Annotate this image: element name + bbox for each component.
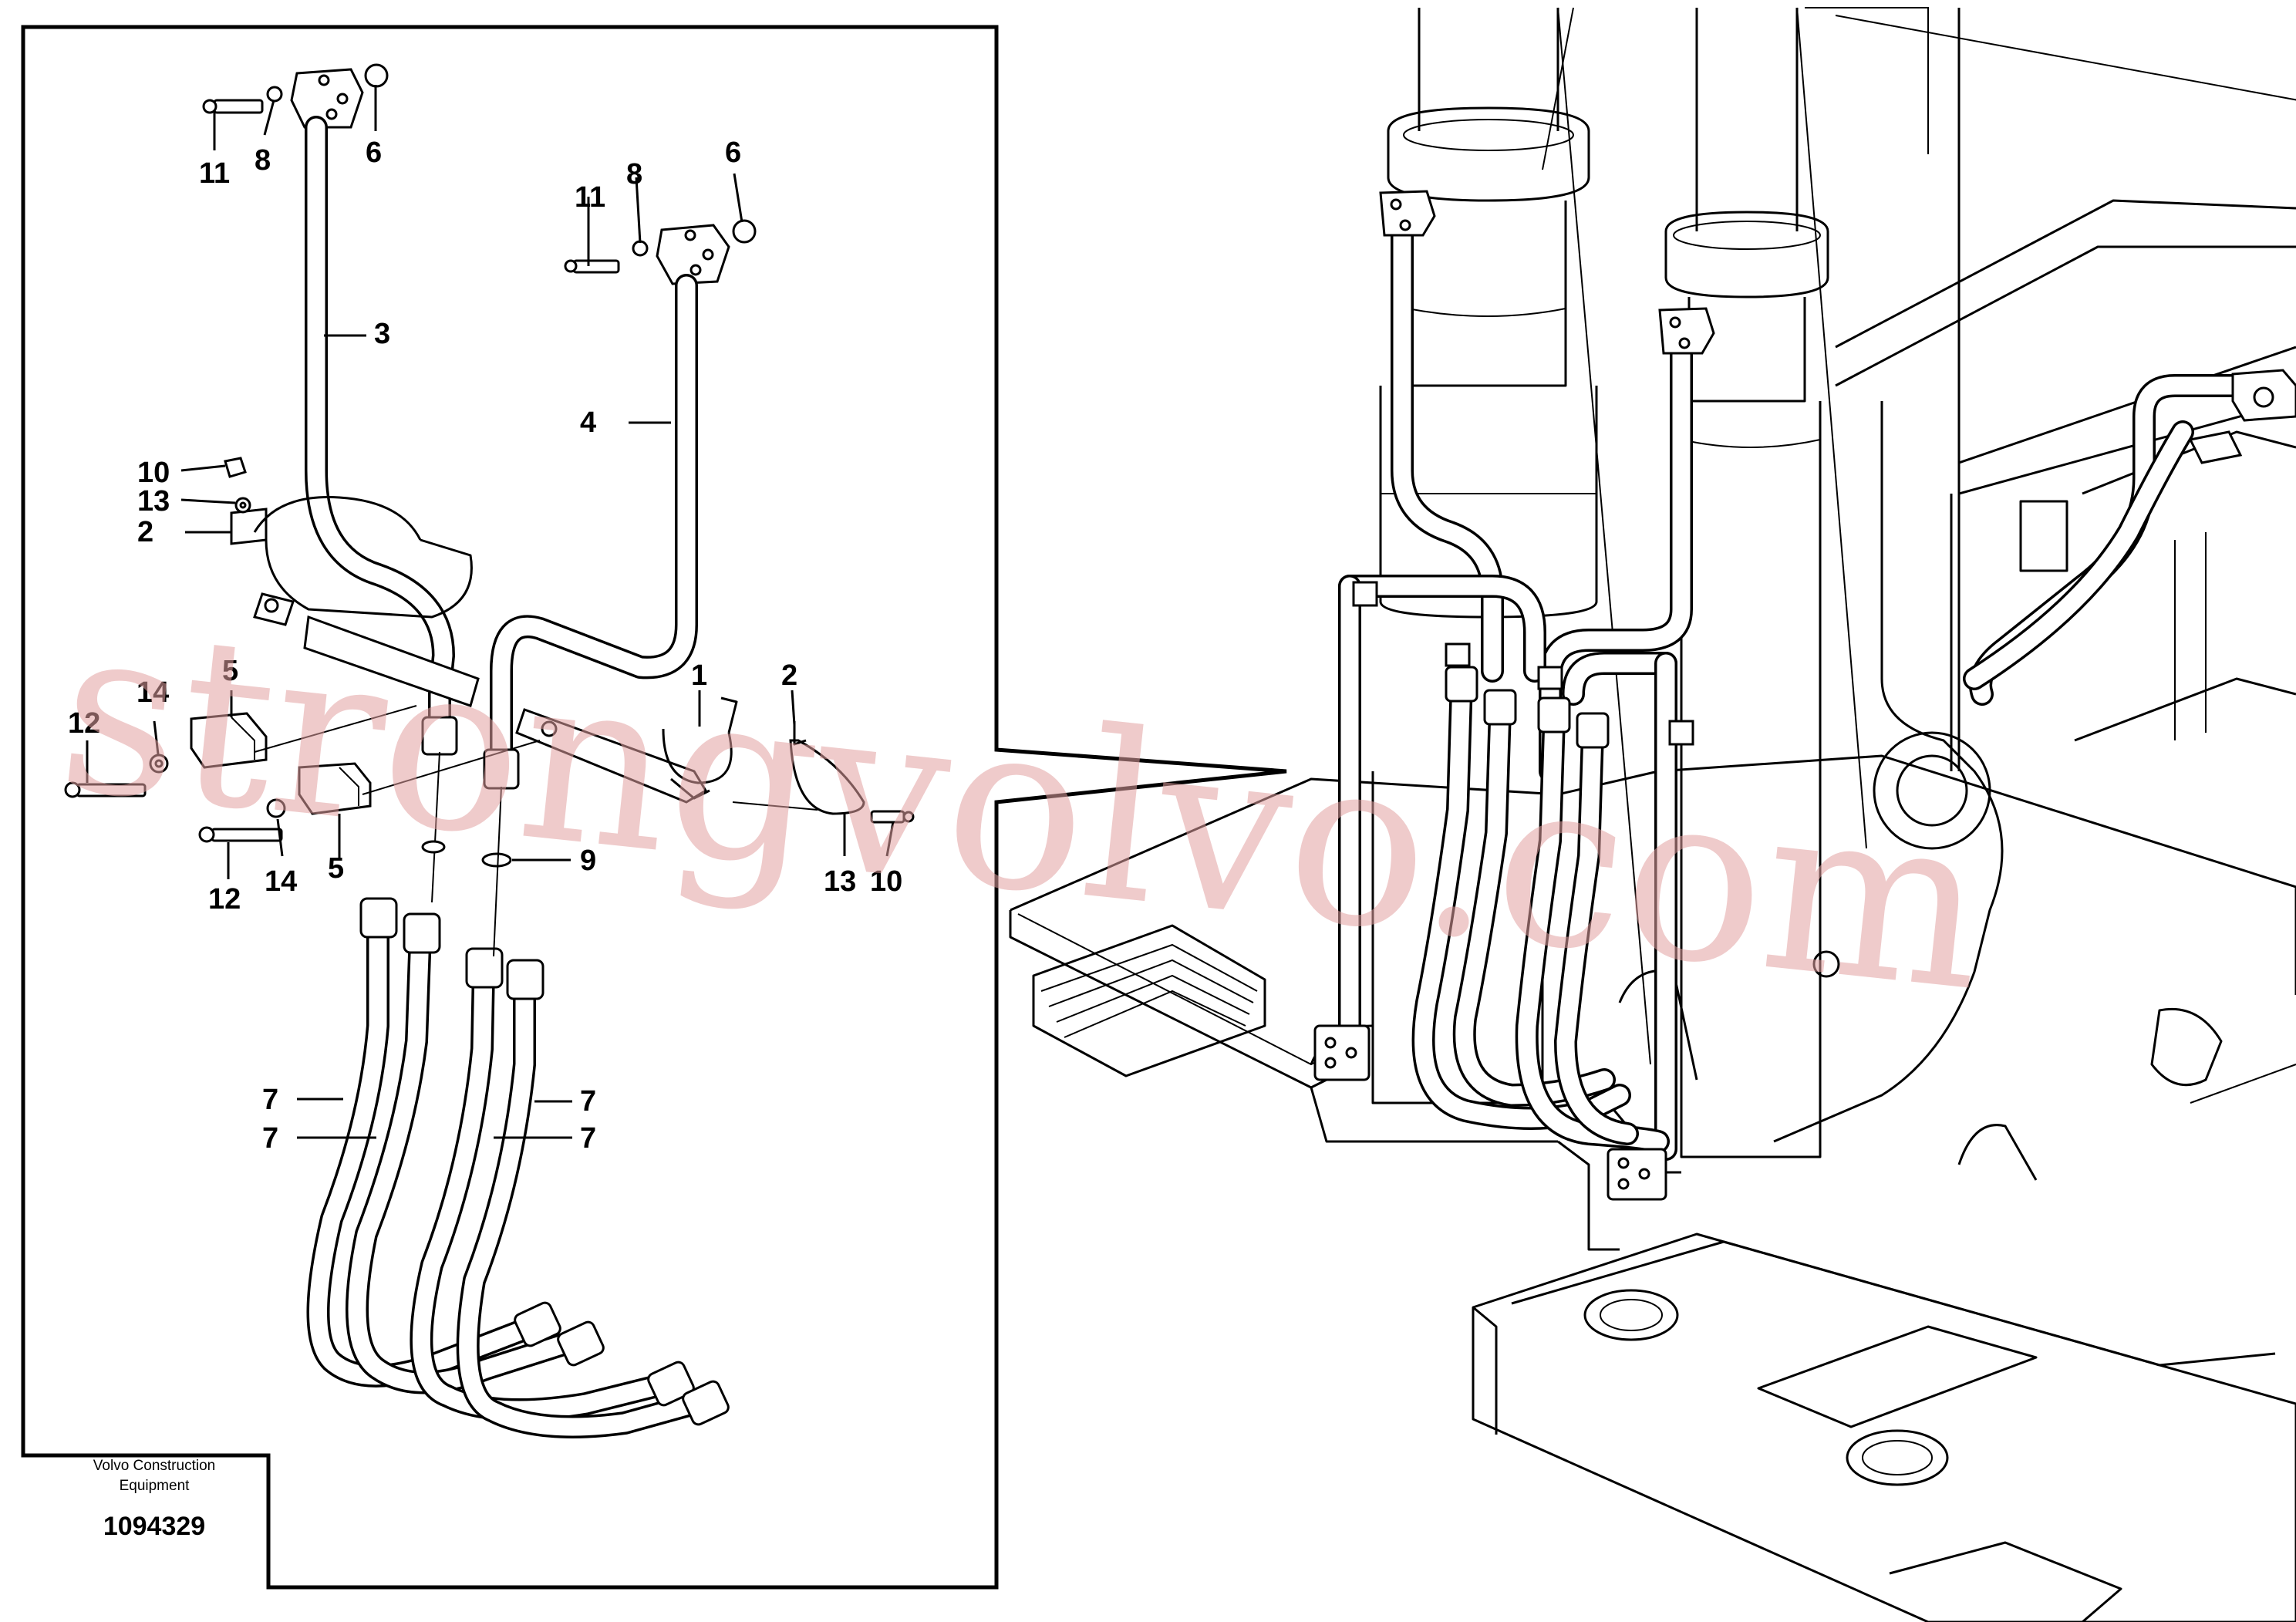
callout-4: 4 [580,406,596,439]
company-line-2: Equipment [120,1478,190,1494]
callout-6-upper: 6 [366,137,382,169]
drawing-number: 1094329 [103,1512,205,1541]
callout-6-lower: 6 [725,137,741,169]
callout-13-upper: 13 [137,485,170,518]
callout-1: 1 [691,659,707,692]
callout-14-lower: 14 [265,865,297,898]
detail-frame [21,25,1287,1590]
callout-11-upper: 11 [199,157,230,190]
callout-10-lower: 10 [870,865,902,898]
callout-11-lower: 11 [575,181,605,214]
hose-3-assembly [202,63,458,756]
block-5-lower [298,762,372,815]
callout-7-d: 7 [580,1122,596,1155]
flange-lower [656,224,730,285]
callout-8-lower: 8 [626,158,642,191]
block-5-upper [190,712,268,769]
callout-7-a: 7 [262,1084,278,1116]
flange-upper [290,68,364,129]
hose-4-assembly [483,219,757,790]
leader-lines [86,85,895,1139]
callout-14-upper: 14 [137,676,169,709]
callout-12-upper: 12 [68,707,100,740]
oring-6-upper [364,63,389,88]
company-line-1: Volvo Construction [93,1458,215,1474]
hoses-7 [306,751,730,1438]
callout-10-upper: 10 [137,457,170,489]
callout-5-upper: 5 [222,655,238,687]
callout-labels: 11 8 6 11 8 6 3 4 10 13 2 5 14 12 1 2 9 … [68,137,902,1155]
callout-3: 3 [374,318,390,350]
washer-8-lower [632,240,649,257]
footer-label: Volvo Construction Equipment 1094329 [93,1458,215,1541]
callout-2-upper: 2 [137,516,153,548]
oring-9 [481,852,512,868]
callout-8-upper: 8 [255,144,271,177]
clamp-assembly [64,457,915,843]
callout-2-lower: 2 [781,659,797,692]
washer-14-lower [266,798,286,818]
watermark-text: strongvolvo.com [49,573,1998,1043]
bolt-11-lower [572,259,620,274]
washer-8-upper [266,86,283,103]
oring-6-lower [732,219,757,244]
callout-7-c: 7 [580,1085,596,1118]
bolt-11-upper [213,99,264,114]
callout-5-lower: 5 [328,852,344,885]
callout-7-b: 7 [262,1122,278,1155]
machine-view [1009,7,2296,1622]
callout-9: 9 [580,845,596,877]
callout-13-lower: 13 [824,865,856,898]
callout-12-lower: 12 [208,883,241,916]
